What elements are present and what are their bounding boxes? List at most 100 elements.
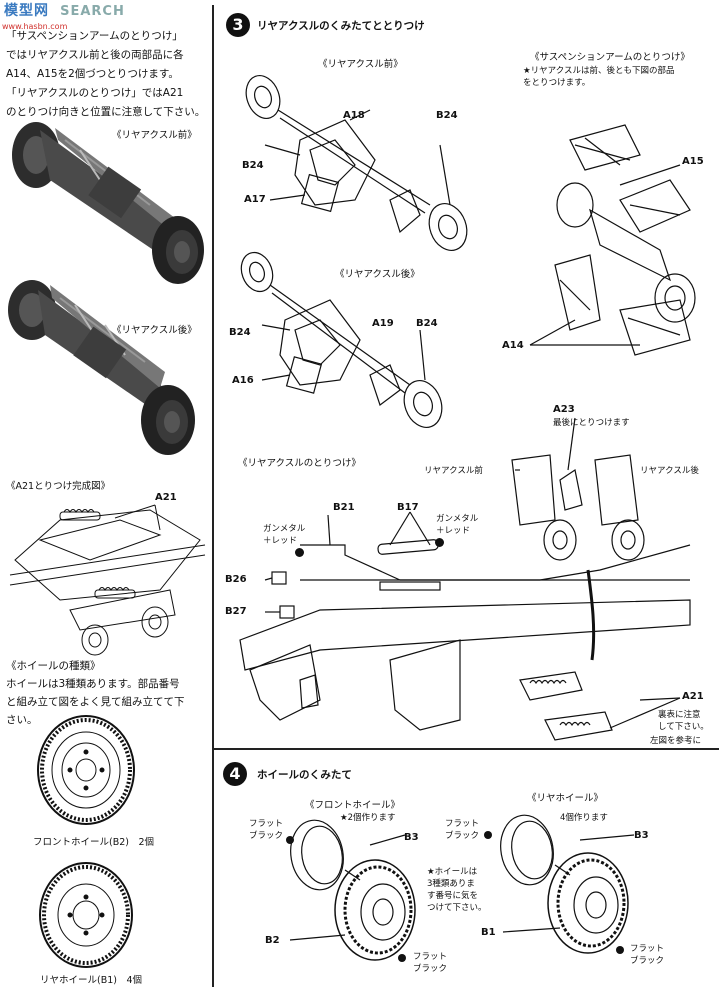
label-b21: B21 xyxy=(333,502,355,513)
label-a15: A15 xyxy=(682,156,704,167)
label-b24-2: B24 xyxy=(242,160,264,171)
intro-line-3: A14、A15を2個づつとりつけます。 xyxy=(6,68,179,80)
rear-axle-front-photo xyxy=(12,122,204,284)
wheel-warning-note: ★ホイールは 3種類ありま す番号に気を つけて下さい。 xyxy=(427,866,487,914)
label-a23: A23 xyxy=(553,404,575,415)
flat-black-4-l2: ブラック xyxy=(630,956,665,966)
caption-a21-completed: 《A21とりつけ完成図》 xyxy=(6,481,111,492)
gunmetal-note-1: ガンメタル ＋レッド xyxy=(263,523,305,547)
flat-black-1-l2: ブラック xyxy=(249,831,284,841)
sub-suspension-arm: 《サスペンションアームのとりつけ》 xyxy=(530,52,690,63)
gunmetal-1-line1: ガンメタル xyxy=(263,524,306,534)
watermark-search: SEARCH xyxy=(60,4,125,19)
a23-note: 最後にとりつけます xyxy=(553,418,630,428)
a21-note-1: 裏表に注意 xyxy=(658,710,701,720)
intro-line-5: のとりつけ向きと位置に注意して下さい。 xyxy=(6,106,206,118)
wheel-line-1: ホイールは3種類あります。部品番号 xyxy=(6,678,180,690)
label-a21-right: A21 xyxy=(682,691,704,702)
paint-mark-2 xyxy=(435,538,444,547)
label-a19: A19 xyxy=(372,318,394,329)
intro-line-2: ではリヤアクスル前と後の両部品に各 xyxy=(6,49,184,61)
flat-black-4: フラット ブラック xyxy=(630,943,664,967)
paint-dot-rear-1 xyxy=(484,831,492,839)
front-wheel-exploded xyxy=(289,819,416,961)
exploded-rear-axle-front xyxy=(245,75,468,251)
wheel-types-heading: 《ホイールの種類》 xyxy=(6,660,101,672)
wheel-note-3: す番号に気を xyxy=(427,891,479,901)
flat-black-1: フラット ブラック xyxy=(249,818,283,842)
flat-black-2-l1: フラット xyxy=(445,819,480,829)
front-wheel-caption: フロントホイール(B2) 2個 xyxy=(33,837,155,848)
column-divider xyxy=(212,5,214,987)
watermark-brand: 模型网 xyxy=(4,3,49,19)
gunmetal-2-line1: ガンメタル xyxy=(436,514,479,524)
step-4-number: 4 xyxy=(223,762,247,786)
wheel-line-3: さい。 xyxy=(6,714,38,726)
step-4-title: ホイールのくみたて xyxy=(257,769,352,781)
label-b17: B17 xyxy=(397,502,419,513)
sub-rear-wheel: 《リヤホイール》 xyxy=(527,793,604,804)
a21-note2-1: 左図を参考に xyxy=(650,736,702,746)
wheel-types-text: 《ホイールの種類》 ホイールは3種類あります。部品番号 と組み立て図をよく見て組… xyxy=(6,657,185,729)
paint-dot-front-1 xyxy=(286,836,294,844)
wheel-note-2: 3種類ありま xyxy=(427,879,475,889)
exploded-rear-axle-rear xyxy=(240,251,443,428)
suspension-note-1: ★リヤアクスルは前、後とも下図の部品 xyxy=(523,66,675,76)
flat-black-2-l2: ブラック xyxy=(445,831,480,841)
gunmetal-1-line2: ＋レッド xyxy=(263,536,298,546)
label-a18: A18 xyxy=(343,110,365,121)
label-a16: A16 xyxy=(232,375,254,386)
sub-rear-axle-mount: 《リヤアクスルのとりつけ》 xyxy=(238,458,361,469)
flat-black-3-l1: フラット xyxy=(413,952,448,962)
label-a21-left: A21 xyxy=(155,492,177,503)
label-a14: A14 xyxy=(502,340,524,351)
rear-wheel-illustration xyxy=(39,862,133,968)
caption-rear-axle-front: 《リヤアクスル前》 xyxy=(112,130,197,141)
suspension-note-2: をとりつけます。 xyxy=(523,78,591,88)
step-3-number: 3 xyxy=(226,13,250,37)
suspension-note: ★リヤアクスルは前、後とも下図の部品 をとりつけます。 xyxy=(523,65,674,89)
gunmetal-2-line2: ＋レッド xyxy=(436,526,471,536)
flat-black-3: フラット ブラック xyxy=(413,951,447,975)
label-b3-front: B3 xyxy=(404,832,419,843)
label-b26: B26 xyxy=(225,574,247,585)
label-b24-4: B24 xyxy=(416,318,438,329)
label-rear-axle-rear: リヤアクスル後 xyxy=(640,466,699,476)
sub-rear-axle-front: 《リヤアクスル前》 xyxy=(318,59,403,70)
flat-black-4-l1: フラット xyxy=(630,944,665,954)
paint-mark-1 xyxy=(295,548,304,557)
label-b24-3: B24 xyxy=(229,327,251,338)
paint-dot-rear-2 xyxy=(616,946,624,954)
intro-line-4: 「リヤアクスルのとりつけ」ではA21 xyxy=(6,87,184,99)
section-divider xyxy=(214,748,719,750)
rear-wheel-exploded xyxy=(500,814,635,954)
label-b2: B2 xyxy=(265,935,280,946)
a21-note: 裏表に注意 して下さい。 xyxy=(658,709,709,733)
a21-completed-diagram xyxy=(9,504,206,656)
a21-note2: 左図を参考に xyxy=(650,735,701,747)
label-b24-1: B24 xyxy=(436,110,458,121)
intro-text: 「サスペンションアームのとりつけ」 ではリヤアクスル前と後の両部品に各 A14、… xyxy=(6,27,205,122)
label-rear-axle-front: リヤアクスル前 xyxy=(424,466,483,476)
flat-black-1-l1: フラット xyxy=(249,819,284,829)
label-b3-rear: B3 xyxy=(634,830,649,841)
intro-line-1: 「サスペンションアームのとりつけ」 xyxy=(6,30,183,42)
wheel-note-4: つけて下さい。 xyxy=(427,903,487,913)
label-a17: A17 xyxy=(244,194,266,205)
chassis-mounting-diagram xyxy=(239,417,691,741)
label-b27: B27 xyxy=(225,606,247,617)
a21-note-2: して下さい。 xyxy=(658,722,709,732)
sub-front-wheel: 《フロントホイール》 xyxy=(305,800,401,811)
flat-black-2: フラット ブラック xyxy=(445,818,479,842)
wheel-note-1: ★ホイールは xyxy=(427,867,478,877)
label-b1: B1 xyxy=(481,927,496,938)
watermark-url: www.hasbn.com xyxy=(2,22,68,31)
rear-wheel-caption: リヤホイール(B1) 4個 xyxy=(40,975,143,986)
wheel-line-2: と組み立て図をよく見て組み立てて下 xyxy=(6,696,185,708)
step-3-title: リヤアクスルのくみたてととりつけ xyxy=(257,20,425,32)
rear-wheel-qty: 4個作ります xyxy=(560,813,608,823)
front-wheel-illustration xyxy=(37,715,135,825)
